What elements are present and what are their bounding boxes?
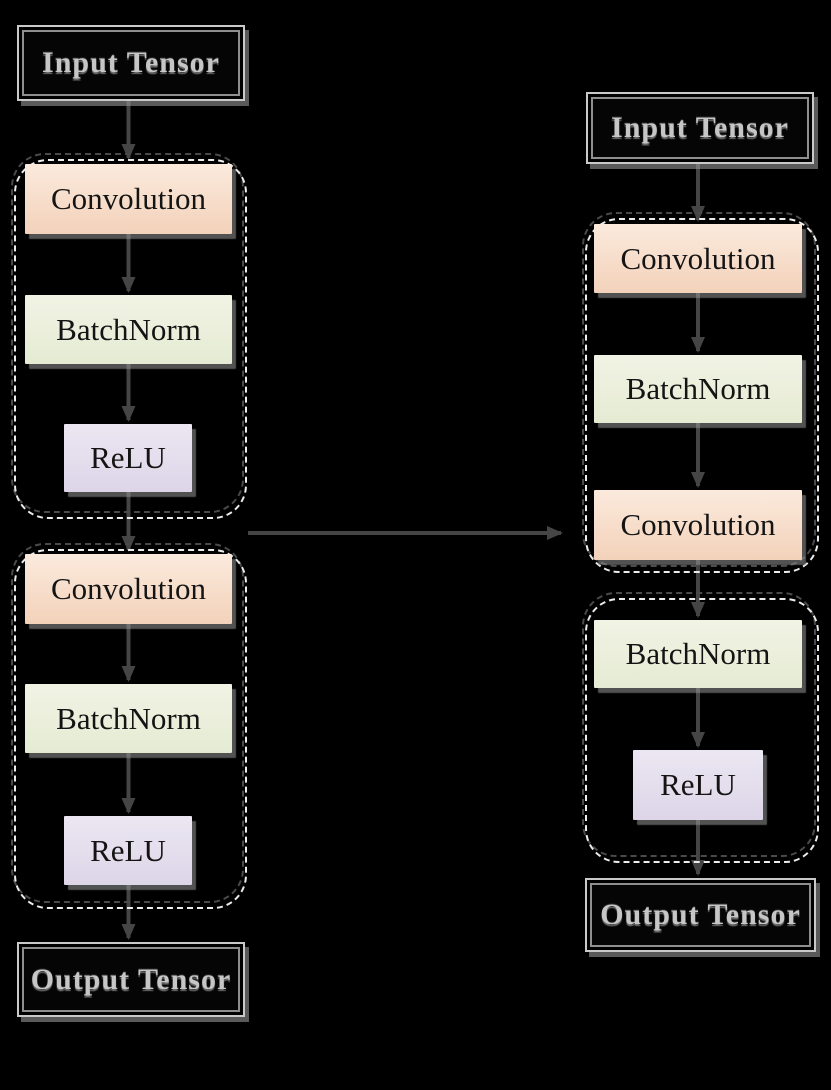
left-group2-batchnorm-block: BatchNorm	[25, 684, 232, 753]
left-group1-batchnorm-block: BatchNorm	[25, 295, 232, 364]
left-group2-relu-block: ReLU	[64, 816, 192, 885]
right-group1-convolution-block-2: Convolution	[594, 490, 802, 560]
right-group1-batchnorm-block: BatchNorm	[594, 355, 802, 423]
left-group1-convolution-block: Convolution	[25, 164, 232, 234]
right-group2-relu-block: ReLU	[633, 750, 763, 820]
right-group1-convolution-block-1: Convolution	[594, 224, 802, 293]
left-input-tensor-box: Input Tensor	[17, 25, 245, 101]
left-group1-relu-block: ReLU	[64, 424, 192, 492]
right-input-tensor-box: Input Tensor	[586, 92, 814, 164]
right-output-tensor-box: Output Tensor	[585, 878, 816, 952]
left-group2-convolution-block: Convolution	[25, 554, 232, 624]
right-group2-batchnorm-block: BatchNorm	[594, 620, 802, 688]
left-output-tensor-box: Output Tensor	[17, 942, 245, 1017]
